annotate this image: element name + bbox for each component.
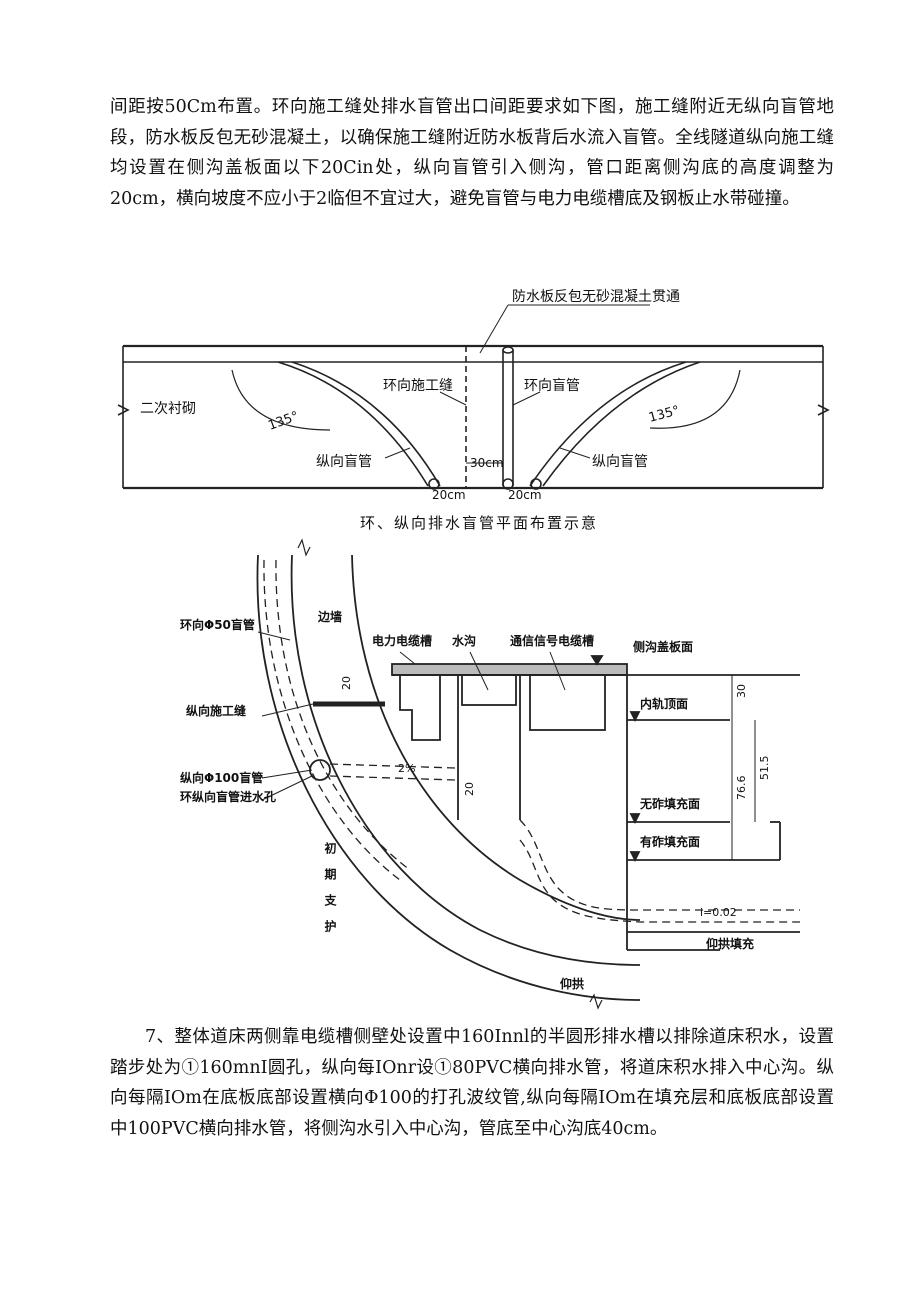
label-ring-pipe-50: 环向Φ50盲管 (180, 617, 255, 632)
label-longitudinal-pipe-left: 纵向盲管 (316, 453, 372, 470)
label-invert-fill: 仰拱填充 (706, 936, 754, 951)
dim-20cm-left: 20cm (432, 488, 466, 502)
label-ring-construction-joint: 环向施工缝 (383, 378, 453, 394)
label-longitudinal-pipe-right: 纵向盲管 (592, 453, 648, 470)
slope-i-002: i=0.02 (700, 906, 737, 919)
figure1-caption: 环、纵向排水盲管平面布置示意 (360, 514, 598, 532)
label-secondary-lining: 二次衬砌 (140, 401, 196, 417)
label-longitudinal-joint: 纵向施工缝 (186, 703, 246, 718)
label-inlet-hole: 环纵向盲管进水孔 (180, 789, 276, 804)
dim-20-ditch: 20 (463, 782, 476, 796)
dim-30: 30 (735, 684, 748, 698)
dim-51-5: 51.5 (758, 756, 771, 781)
slope-2-percent: 2% (398, 762, 415, 775)
dim-30cm: 30cm (470, 456, 504, 470)
label-side-wall: 边墙 (317, 609, 342, 624)
paragraph-track-bed-drainage: 7、整体道床两侧靠电缆槽侧壁处设置中160Innl的半圆形排水槽以排除道床积水，… (110, 1027, 834, 1139)
label-longitudinal-pipe-100: 纵向Φ100盲管 (180, 770, 263, 785)
label-ring-pipe: 环向盲管 (524, 377, 580, 394)
label-power-cable-trough: 电力电缆槽 (372, 633, 432, 648)
label-invert: 仰拱 (560, 976, 584, 991)
label-ditch-cover-surface: 侧沟盖板面 (633, 639, 693, 654)
paragraph-drainage-spacing: 间距按50Cm布置。环向施工缝处排水盲管出口间距要求如下图，施工缝附近无纵向盲管… (110, 97, 834, 209)
label-signal-cable-trough: 通信信号电缆槽 (510, 633, 594, 648)
label-inner-rail-top: 内轨顶面 (640, 696, 688, 711)
label-ballastless-fill: 无砟填充面 (639, 796, 700, 811)
dim-20-top: 20 (340, 676, 353, 690)
label-ballasted-fill: 有砟填充面 (640, 834, 700, 849)
dim-76-6: 76.6 (735, 776, 748, 801)
dim-20cm-right: 20cm (508, 488, 542, 502)
label-waterproof-wrap: 防水板反包无砂混凝土贯通 (512, 289, 680, 305)
label-ditch: 水沟 (452, 633, 476, 648)
label-initial-support: 初期支护 (323, 841, 337, 946)
